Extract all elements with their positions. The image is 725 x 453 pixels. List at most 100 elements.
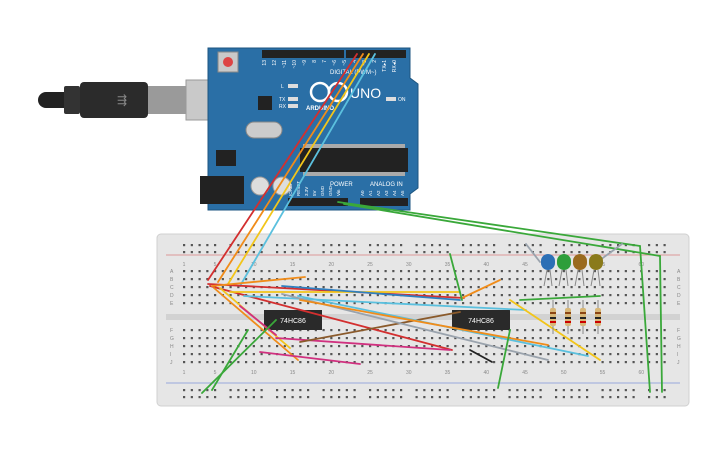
wire-magenta[interactable] [275, 337, 451, 351]
wire-cyan[interactable] [239, 53, 376, 287]
analog-pin-label: A1 [368, 190, 373, 196]
breadboard-holes[interactable] [183, 244, 666, 399]
row-letter: F [677, 328, 680, 334]
wire-magenta[interactable] [239, 305, 277, 336]
wires[interactable] [201, 53, 663, 394]
column-number: 20 [328, 262, 334, 268]
wire-green[interactable] [497, 329, 511, 389]
chip-1[interactable]: 74HC86 [264, 310, 322, 330]
reset-button-cap[interactable] [223, 57, 233, 67]
resistors[interactable] [550, 300, 601, 334]
digital-pin-label: ~11 [282, 60, 288, 68]
row-letter: G [677, 336, 681, 342]
resistor[interactable] [595, 300, 601, 334]
wire-yellow[interactable] [227, 53, 370, 285]
wire-orange[interactable] [217, 53, 364, 283]
header-analog [360, 198, 408, 206]
analog-pin-label: A3 [384, 190, 389, 196]
digital-pin-label: 4 [352, 60, 358, 63]
power-pin-label: 5V [312, 190, 317, 196]
power-pin-label: 3.3V [304, 187, 309, 196]
column-number: 45 [522, 262, 528, 268]
wire-orange[interactable] [213, 287, 299, 361]
wire-green[interactable] [343, 203, 661, 257]
row-letter: H [677, 344, 681, 350]
wire-cyan[interactable] [243, 295, 527, 311]
resistor[interactable] [580, 300, 586, 334]
column-number: 30 [406, 370, 412, 376]
resistor[interactable] [550, 300, 556, 334]
led-blue[interactable] [541, 254, 555, 287]
wire-green[interactable] [211, 329, 249, 391]
wire-orange[interactable] [461, 279, 501, 299]
wire-black[interactable] [469, 349, 493, 363]
led-green[interactable] [557, 254, 571, 287]
power-pin-label: RESET [296, 181, 301, 196]
usb-icon: ⇶ [117, 93, 127, 107]
digital-pin-label: 2 [372, 60, 378, 63]
on-label: ON [398, 97, 406, 103]
column-number: 15 [290, 370, 296, 376]
row-letter: I [677, 352, 678, 358]
led-yellow[interactable] [589, 254, 603, 287]
wire-blue[interactable] [281, 285, 461, 301]
wire-magenta[interactable] [259, 351, 361, 365]
wire-grey[interactable] [525, 243, 541, 263]
row-letter: B [677, 277, 681, 283]
wire-orange[interactable] [211, 276, 306, 287]
column-number: 1 [183, 370, 186, 376]
led-tx-label: TX [279, 97, 286, 103]
header-power [288, 198, 348, 206]
wire-green[interactable] [337, 201, 641, 247]
row-letter: I [170, 352, 171, 358]
digital-pin-label: RX◂0 [392, 60, 398, 72]
wire-orange[interactable] [299, 299, 549, 346]
wire-green[interactable] [449, 253, 463, 301]
digital-pin-label: ~9 [302, 60, 308, 66]
column-number: 1 [183, 262, 186, 268]
wire-green[interactable] [639, 245, 651, 393]
wire-green[interactable] [519, 295, 601, 301]
row-letter: A [170, 269, 174, 275]
row-letter: D [677, 293, 681, 299]
row-letter: C [170, 285, 174, 291]
leds[interactable] [541, 254, 603, 287]
analog-pin-label: A5 [400, 190, 405, 196]
model-label: UNO [350, 85, 381, 101]
power-pin-label: GND [320, 185, 325, 196]
column-number: 40 [483, 262, 489, 268]
column-number: 45 [522, 370, 528, 376]
wire-green[interactable] [201, 319, 277, 394]
center-channel [166, 314, 680, 320]
digital-pin-label: ~3 [362, 60, 368, 66]
column-number: 40 [483, 370, 489, 376]
row-letter: A [677, 269, 681, 275]
column-number: 60 [638, 370, 644, 376]
row-letter: B [170, 277, 174, 283]
digital-pin-label: ~6 [332, 60, 338, 66]
row-letter: G [170, 336, 174, 342]
row-letter: D [170, 293, 174, 299]
breadboard[interactable]: 1155101015152020252530303535404045455050… [156, 233, 690, 407]
digital-pin-label: ~10 [292, 60, 298, 69]
power-jack[interactable] [200, 176, 244, 204]
row-letter: F [170, 328, 173, 334]
column-number: 25 [367, 262, 373, 268]
led-orange[interactable] [573, 254, 587, 287]
resistor[interactable] [565, 300, 571, 334]
column-number: 10 [251, 370, 257, 376]
wire-grey[interactable] [599, 243, 623, 261]
power-label: POWER [330, 182, 353, 188]
digital-label: DIGITAL (PWM~) [330, 70, 377, 76]
wire-brown[interactable] [299, 311, 461, 343]
digital-pin-label: 7 [322, 60, 328, 63]
wire-green[interactable] [659, 255, 663, 393]
microcontroller-chip [300, 148, 408, 172]
analog-pin-label: A0 [360, 190, 365, 196]
wire-red[interactable] [207, 53, 358, 281]
wire-yellow[interactable] [509, 299, 601, 361]
chip-2[interactable]: 74HC86 [452, 310, 510, 330]
digital-pin-label: ~5 [342, 60, 348, 66]
